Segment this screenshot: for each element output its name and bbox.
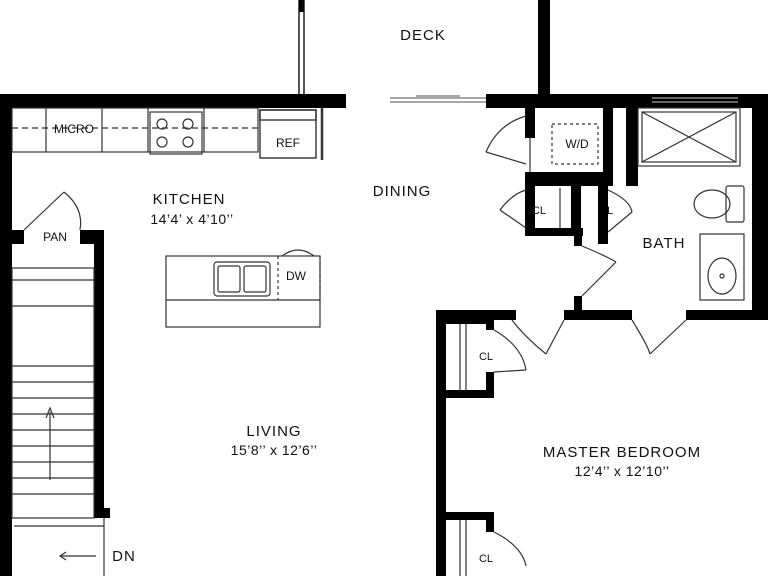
living-label: LIVING	[246, 423, 301, 440]
bedroom-closet-2-label: CL	[479, 553, 493, 565]
hall-closet-label: CL	[532, 205, 546, 217]
wall-closet1-top	[446, 316, 490, 324]
bath-label: BATH	[643, 235, 686, 252]
wall-linen-right	[598, 186, 608, 244]
linen-door[interactable]	[607, 189, 633, 233]
toilet	[693, 185, 745, 223]
hall-door[interactable]	[581, 245, 617, 297]
sliding-door[interactable]	[390, 95, 486, 103]
wall-bedroom-left	[436, 310, 446, 576]
wall-closet-row-left	[525, 186, 535, 234]
wd-label: W/D	[565, 137, 589, 151]
wall-hall-lower	[574, 296, 582, 316]
dining-label: DINING	[373, 183, 432, 200]
wall-pantry-bottom	[12, 230, 24, 244]
stove	[149, 111, 203, 155]
deck-label: DECK	[400, 27, 446, 44]
bedroom-closet-2-door[interactable]	[493, 531, 527, 567]
linen-label: L	[607, 205, 613, 217]
stairs-down-label: DN	[112, 548, 136, 565]
wall-closet1-right-top	[486, 316, 494, 330]
wall-bedroom-top-mid	[564, 310, 632, 320]
kitchen-counter	[11, 107, 259, 153]
bedroom-closet-2	[459, 520, 467, 576]
pan-label: PAN	[43, 230, 67, 244]
bath-window	[652, 97, 738, 103]
wall-top-left	[0, 94, 346, 108]
wall-laundry-bottom	[525, 172, 613, 186]
bath-door[interactable]	[631, 319, 687, 355]
bedroom-closet-1	[459, 324, 467, 390]
wall-closet1-right-bottom	[486, 372, 494, 396]
dw-label: DW	[286, 269, 307, 283]
kitchen-dimensions: 14’4’ x 4’10’’	[150, 211, 233, 227]
bath-vanity	[699, 233, 745, 301]
stairs-down[interactable]	[14, 518, 105, 576]
bedroom-closet-1-label: CL	[479, 351, 493, 363]
wall-bath-left	[626, 94, 638, 186]
master-bedroom-label: MASTER BEDROOM	[543, 444, 701, 461]
wall-closet2-right	[486, 512, 494, 532]
kitchen-label: KITCHEN	[153, 191, 226, 208]
wall-closet2-top	[446, 512, 494, 520]
ref-label: REF	[276, 136, 300, 150]
wall-closet1-bottom	[446, 390, 494, 398]
stairs	[11, 267, 95, 519]
master-bedroom-dimensions: 12’4’’ x 12’10’’	[575, 463, 670, 479]
wall-bedroom-top-right	[686, 310, 768, 320]
wall-hall-stub	[574, 236, 582, 246]
wall-closet-row-bottom	[525, 228, 583, 236]
laundry-door[interactable]	[485, 115, 531, 172]
living-dimensions: 15’8’’ x 12’6’’	[231, 442, 318, 458]
wall-stair-bottom	[94, 508, 110, 518]
shower	[637, 107, 741, 167]
wall-laundry-right	[603, 94, 613, 186]
wall-left-outer	[0, 94, 12, 576]
bedroom-door[interactable]	[511, 319, 565, 355]
wall-laundry-left	[525, 94, 535, 138]
wall-bedroom-top-left	[436, 310, 516, 320]
wall-bath-right	[752, 94, 768, 318]
deck-railing	[298, 0, 305, 94]
pantry-door[interactable]	[23, 191, 82, 231]
hall-closet-door[interactable]	[499, 188, 561, 229]
washer-dryer	[551, 123, 599, 165]
deck-post	[538, 0, 550, 108]
refrigerator	[259, 108, 324, 160]
wall-stair-right	[94, 230, 104, 518]
bedroom-closet-1-door[interactable]	[493, 329, 527, 373]
wall-closet-divider	[571, 186, 581, 234]
micro-label: MICRO	[54, 122, 94, 136]
kitchen-island	[165, 249, 321, 328]
